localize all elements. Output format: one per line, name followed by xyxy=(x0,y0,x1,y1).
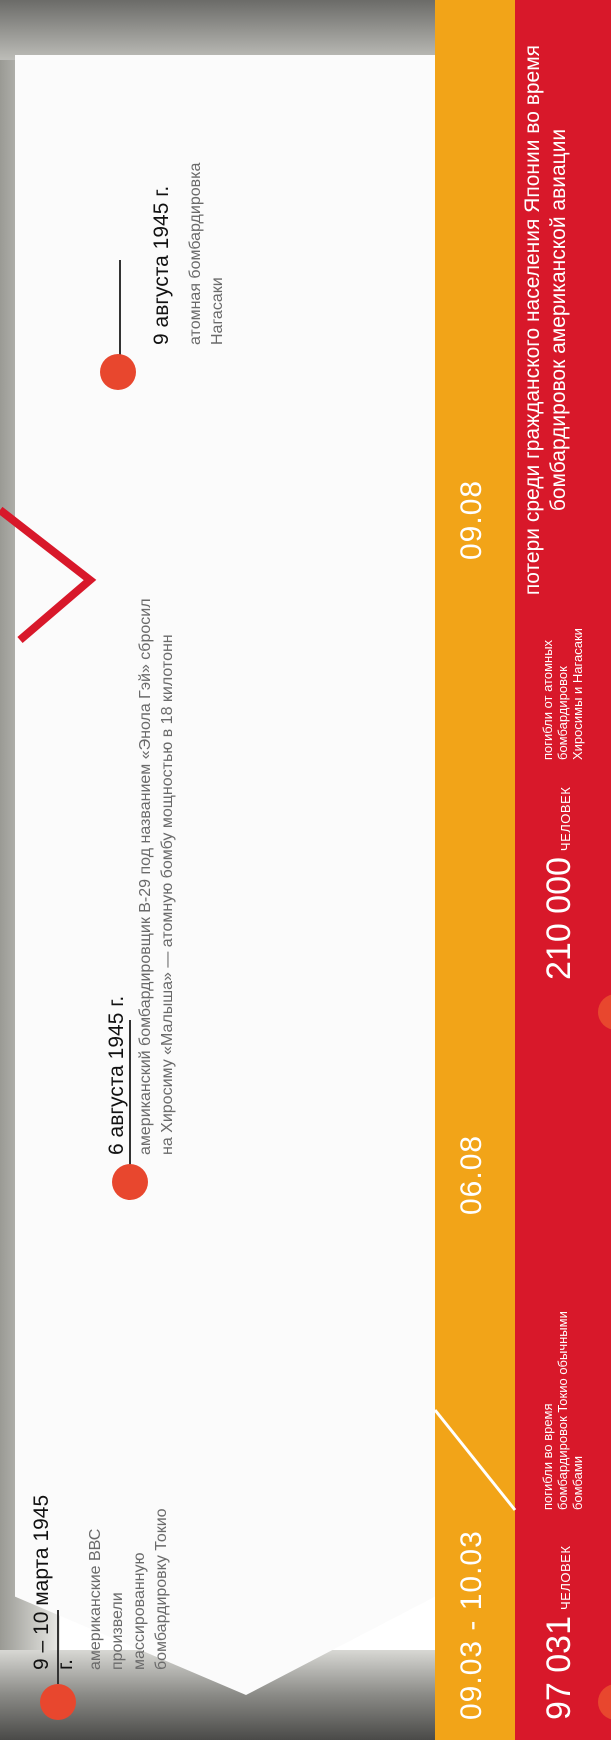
loss-notes-anchor xyxy=(525,1664,526,1665)
